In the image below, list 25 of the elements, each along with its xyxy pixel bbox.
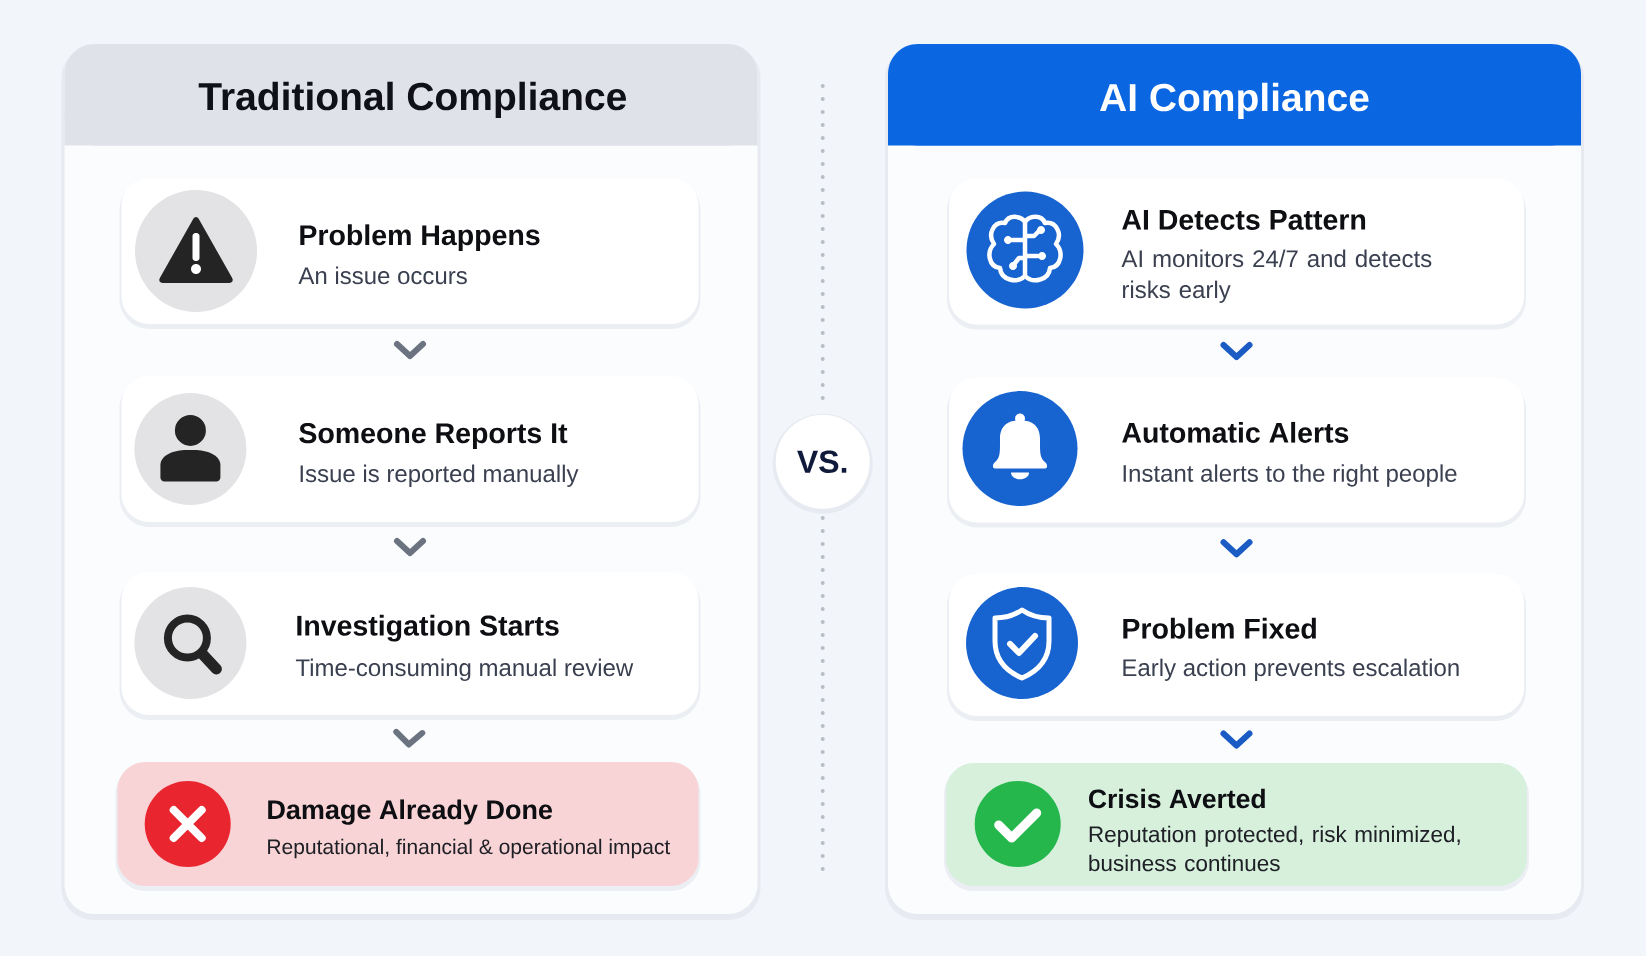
step-description: Reputation protected, risk minimized, business continues xyxy=(1089,825,1460,872)
step-description: Early action prevents escalation xyxy=(1123,658,1459,681)
step-title: Someone Reports It xyxy=(299,423,568,449)
panel-heading: AI Compliance xyxy=(1100,82,1369,120)
step-title: Crisis Averted xyxy=(1089,788,1265,809)
chevron-arrow xyxy=(394,538,426,556)
step-title: Damage Already Done xyxy=(268,799,552,825)
chevron-arrow xyxy=(393,728,426,748)
step-title: Automatic Alerts xyxy=(1122,421,1349,443)
step-description: Issue is reported manually xyxy=(300,464,579,487)
step-description: Time-consuming manual review xyxy=(295,658,634,681)
chevron-arrow xyxy=(1220,342,1253,360)
step-description: Reputational, financial & operational impact xyxy=(268,838,671,859)
chevron-arrow xyxy=(394,341,426,359)
step-title: Problem Fixed xyxy=(1123,617,1316,639)
chevron-arrow xyxy=(1220,730,1253,749)
step-description: An issue occurs xyxy=(298,266,467,285)
step-description: AI monitors 24/7 and detects risks early xyxy=(1121,249,1432,303)
vs-badge: VS. xyxy=(772,413,873,514)
chevron-arrow xyxy=(1220,539,1253,558)
step-description: Instant alerts to the right people xyxy=(1123,464,1457,487)
step-title: Investigation Starts xyxy=(297,614,559,642)
step-title: AI Detects Pattern xyxy=(1122,210,1366,230)
step-title: Problem Happens xyxy=(300,224,540,251)
panel-heading: Traditional Compliance xyxy=(198,81,626,119)
